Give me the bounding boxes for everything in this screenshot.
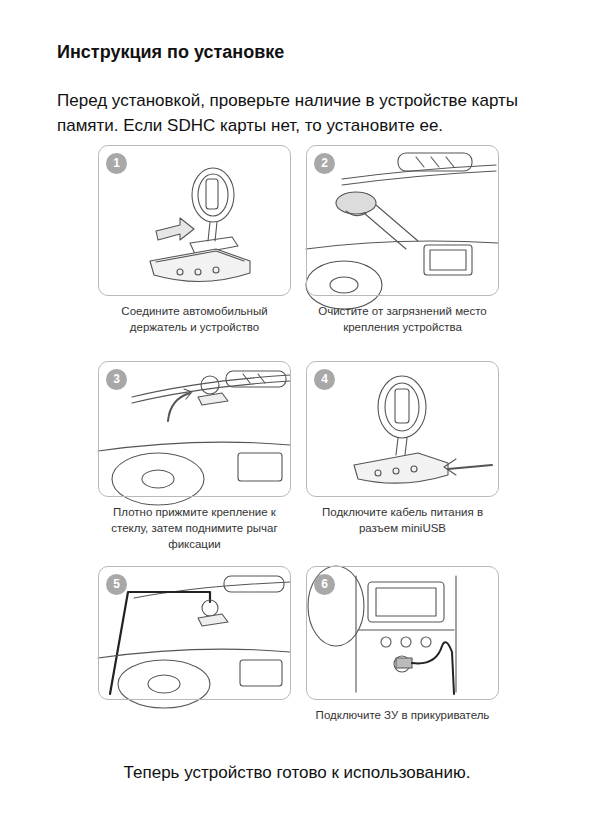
routing-illustration: [98, 576, 290, 708]
step-panel: 2Очистите от загрязнений место крепления…: [306, 145, 499, 296]
step-number: 4: [314, 369, 335, 390]
step-number: 5: [106, 574, 127, 595]
step-number: 6: [314, 574, 335, 595]
step-caption: Подключите ЗУ в прикуриватель: [307, 707, 499, 723]
step-panel: 4Подключите кабель питания в разъем mini…: [306, 361, 499, 497]
cleaning-illustration: [306, 153, 498, 309]
step-panel: 1Соедините автомобильный держатель и уст…: [98, 145, 291, 296]
step-number: 3: [106, 369, 127, 390]
step-caption: Очистите от загрязнений место крепления …: [307, 303, 499, 335]
step-caption: Соедините автомобильный держатель и устр…: [99, 303, 291, 335]
step-panel: 3Плотно прижмите крепление к стеклу, зат…: [98, 361, 291, 497]
charger-illustration: [308, 566, 456, 694]
step-panel: 6Подключите ЗУ в прикуриватель: [306, 566, 499, 700]
intro-note: Перед установкой, проверьте наличие в ус…: [57, 88, 557, 138]
closing-note: Теперь устройство готово к использованию…: [40, 760, 554, 785]
step-number: 2: [314, 153, 335, 174]
mount-illustration: [150, 168, 250, 282]
step-caption: Плотно прижмите крепление к стеклу, зате…: [99, 504, 291, 552]
cable-illustration: [354, 376, 492, 483]
step-panel: 5: [98, 566, 291, 700]
step-caption: Подключите кабель питания в разъем miniU…: [307, 504, 499, 536]
step-number: 1: [106, 153, 127, 174]
attach-illustration: [98, 371, 290, 505]
page-title: Инструкция по установке: [57, 42, 284, 63]
